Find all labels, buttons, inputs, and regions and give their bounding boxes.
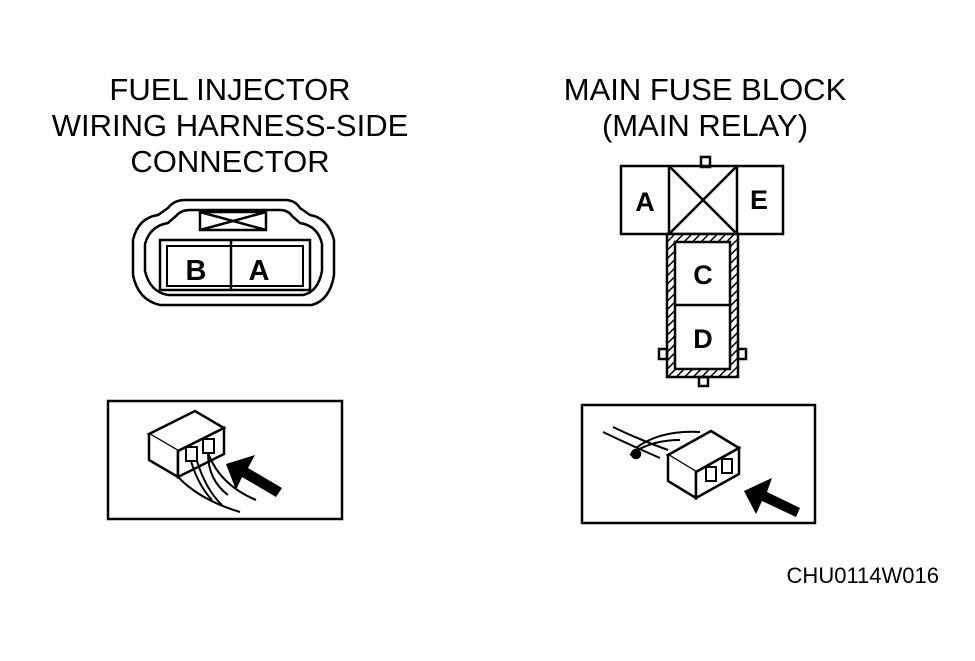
injector-terminal-a: A (249, 255, 270, 287)
latch-slot (198, 210, 268, 232)
main-fuse-block-socket (619, 155, 785, 388)
injector-probe-inset (106, 399, 344, 521)
injector-terminal-b: B (186, 255, 207, 287)
injector-probe-arrow-icon (226, 455, 282, 497)
relay-terminal-c: C (693, 260, 713, 290)
fuel-injector-title-line-2: WIRING HARNESS-SIDE (51, 108, 409, 143)
relay-probe-inset (580, 403, 817, 525)
fuel-injector-connector (131, 198, 336, 307)
main-fuse-block-title-line-2: (MAIN RELAY) (601, 108, 809, 143)
main-fuse-block-title-line-1: MAIN FUSE BLOCK (563, 72, 847, 107)
fuel-injector-title: FUEL INJECTOR WIRING HARNESS-SIDE CONNEC… (20, 72, 440, 180)
fuel-injector-title-line-3: CONNECTOR (130, 144, 330, 179)
relay-terminal-e: E (750, 185, 768, 215)
relay-terminal-a: A (635, 187, 655, 217)
main-fuse-block-title: MAIN FUSE BLOCK (MAIN RELAY) (490, 72, 920, 144)
reference-code: CHU0114W016 (786, 563, 939, 588)
relay-terminal-d: D (693, 324, 713, 354)
fuel-injector-title-line-1: FUEL INJECTOR (109, 72, 351, 107)
relay-probe-arrow-icon (744, 478, 800, 517)
